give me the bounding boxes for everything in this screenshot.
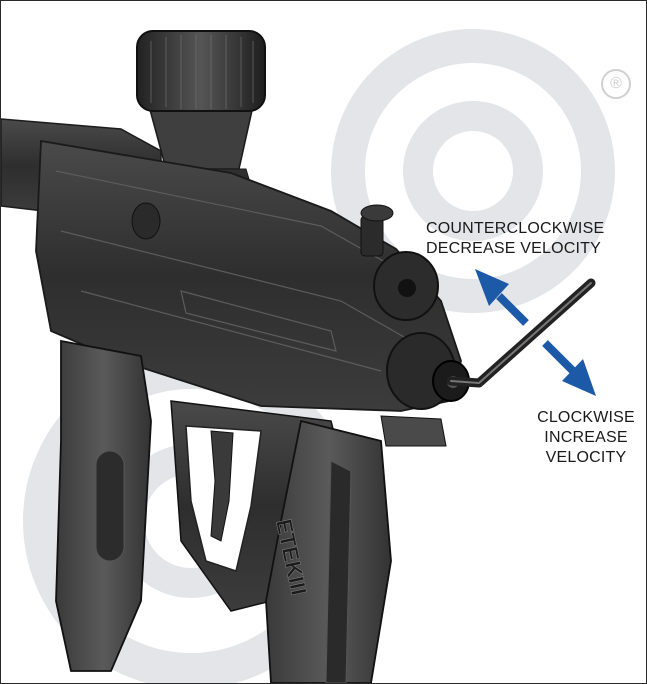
registered-trademark-mark: ® — [601, 69, 631, 99]
counterclockwise-title: COUNTERCLOCKWISE — [426, 220, 605, 237]
feed-neck — [148, 105, 254, 170]
velocity-text: VELOCITY — [545, 449, 627, 466]
clockwise-title: CLOCKWISE — [537, 409, 635, 426]
direction-arrows — [475, 269, 596, 396]
decrease-velocity-text: DECREASE VELOCITY — [426, 240, 602, 257]
feed-cap — [136, 30, 266, 112]
clockwise-arrowhead — [562, 359, 596, 396]
trigger — [210, 430, 234, 542]
counterclockwise-label: COUNTERCLOCKWISE DECREASE VELOCITY — [426, 219, 604, 259]
counterclockwise-arrowhead — [475, 269, 509, 306]
increase-text: INCREASE — [544, 429, 628, 446]
clockwise-label: CLOCKWISE INCREASE VELOCITY — [521, 408, 646, 468]
